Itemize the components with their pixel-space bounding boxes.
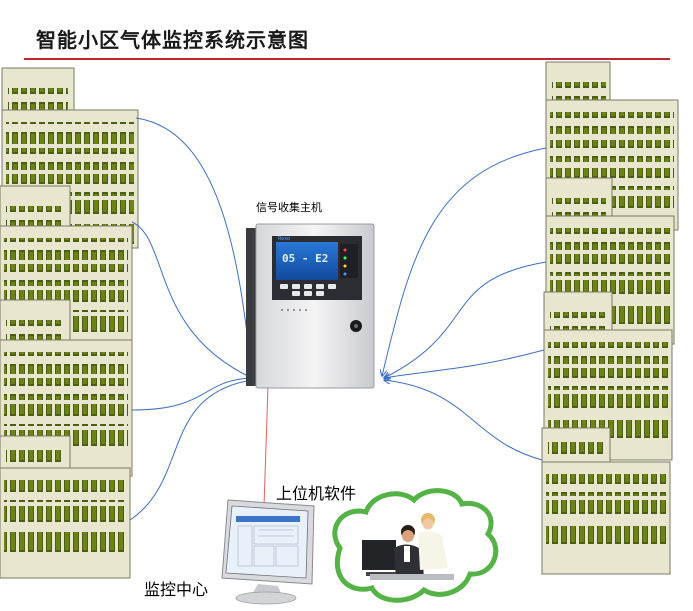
link-right-1: [382, 147, 547, 376]
host-screen: [276, 242, 338, 280]
signal-collector-host: Rexo 05 - E2: [246, 223, 375, 389]
host-cable: [263, 385, 269, 507]
link-left-1: [135, 117, 252, 378]
software-label: 上位机软件: [276, 484, 357, 503]
link-left-4: [129, 380, 252, 521]
link-right-2: [384, 261, 547, 378]
building-right-3: [543, 291, 673, 461]
link-right-3: [384, 349, 545, 378]
cloud-operators-illustration: [332, 488, 499, 603]
link-left-3: [131, 378, 252, 411]
connection-lines: [129, 117, 547, 521]
operator-monitor: [362, 540, 396, 570]
link-right-4: [384, 380, 543, 461]
link-left-2: [131, 221, 252, 378]
host-label: 信号收集主机: [256, 201, 322, 214]
building-left-4: [0, 435, 131, 579]
title-underline: [24, 58, 670, 60]
page-title: 智能小区气体监控系统示意图: [36, 28, 309, 52]
building-right-4: [541, 427, 671, 575]
monitoring-center-label: 监控中心: [144, 580, 209, 599]
monitor-center-computer: [221, 499, 315, 605]
host-brand-text: Rexo: [278, 236, 290, 242]
host-readout: 05 - E2: [282, 252, 328, 265]
